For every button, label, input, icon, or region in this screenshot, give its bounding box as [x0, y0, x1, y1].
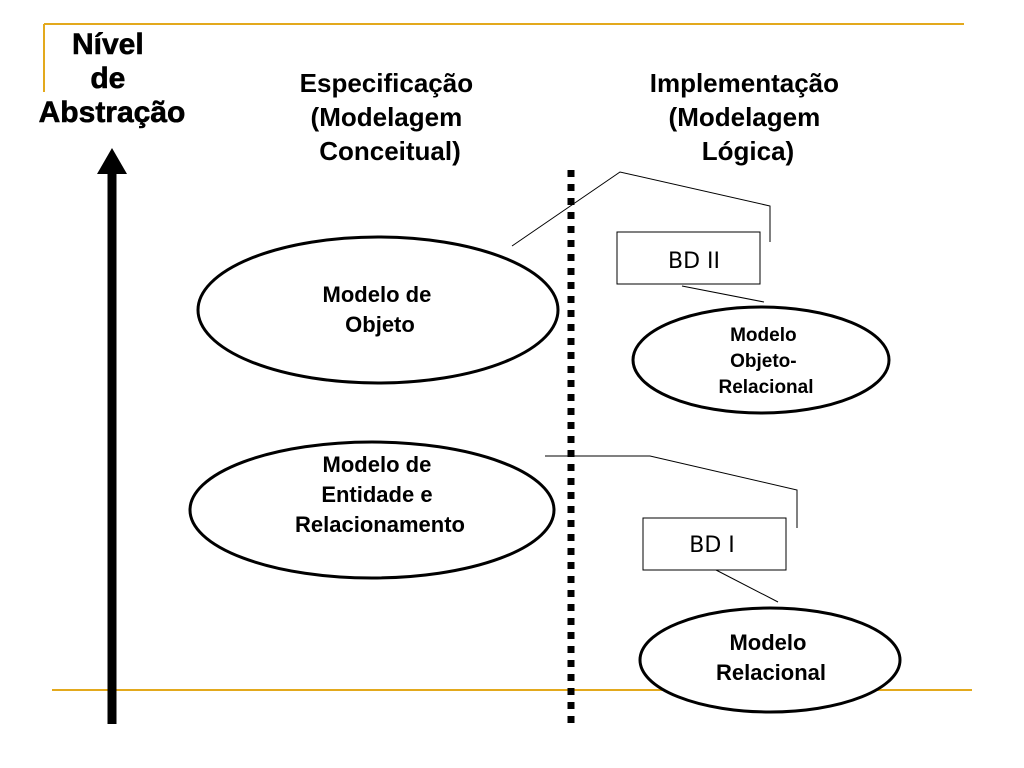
object-relational-model-label-line-2: Objeto- — [730, 351, 797, 372]
object-model-label-line-2: Objeto — [345, 312, 415, 337]
bd2-callout-line — [511, 171, 771, 247]
er-model-label-line-2: Entidade e — [321, 482, 432, 507]
er-model-label: Modelo de Entidade e Relacionamento — [295, 452, 465, 537]
specification-header-line-1: Especificação — [300, 68, 473, 98]
implementation-header: Implementação (Modelagem Lógica) — [650, 68, 847, 166]
implementation-header-line-2: (Modelagem — [669, 102, 821, 132]
object-model-label: Modelo de Objeto — [323, 282, 438, 337]
bd2-box — [616, 231, 761, 285]
bd1-label: BD I — [689, 533, 735, 558]
relational-model-ellipse — [638, 606, 902, 714]
bd1-callout-line — [545, 455, 798, 528]
specification-header: Especificação (Modelagem Conceitual) — [300, 68, 481, 166]
bd2-to-object-relational-line — [681, 285, 765, 303]
bd1-box — [642, 517, 787, 571]
bd2-label: BD II — [668, 249, 720, 274]
implementation-header-line-1: Implementação — [650, 68, 839, 98]
specification-header-line-3: Conceitual) — [319, 136, 461, 166]
object-relational-model-label-line-1: Modelo — [730, 325, 797, 346]
object-relational-model-label-line-3: Relacional — [718, 377, 813, 398]
object-relational-model-ellipse — [631, 305, 891, 415]
axis-title-line-3: Abstração — [39, 96, 186, 129]
abstraction-arrowhead-icon — [97, 148, 127, 174]
relational-model-label-line-2: Relacional — [716, 660, 826, 685]
axis-title-line-1: Nível — [72, 28, 144, 61]
object-relational-model-label: Modelo Objeto- Relacional — [718, 325, 813, 398]
relational-model-label-line-1: Modelo — [729, 630, 806, 655]
er-model-label-line-1: Modelo de — [323, 452, 432, 477]
er-model-label-line-3: Relacionamento — [295, 512, 465, 537]
object-model-label-line-1: Modelo de — [323, 282, 432, 307]
implementation-header-line-3: Lógica) — [702, 136, 794, 166]
relational-model-label: Modelo Relacional — [716, 630, 826, 685]
axis-title: Nível de Abstração — [39, 28, 186, 129]
er-model-ellipse — [188, 440, 556, 580]
bd1-to-relational-line — [715, 569, 779, 603]
object-model-ellipse — [196, 235, 560, 385]
axis-title-line-2: de — [90, 62, 125, 95]
specification-header-line-2: (Modelagem — [311, 102, 463, 132]
